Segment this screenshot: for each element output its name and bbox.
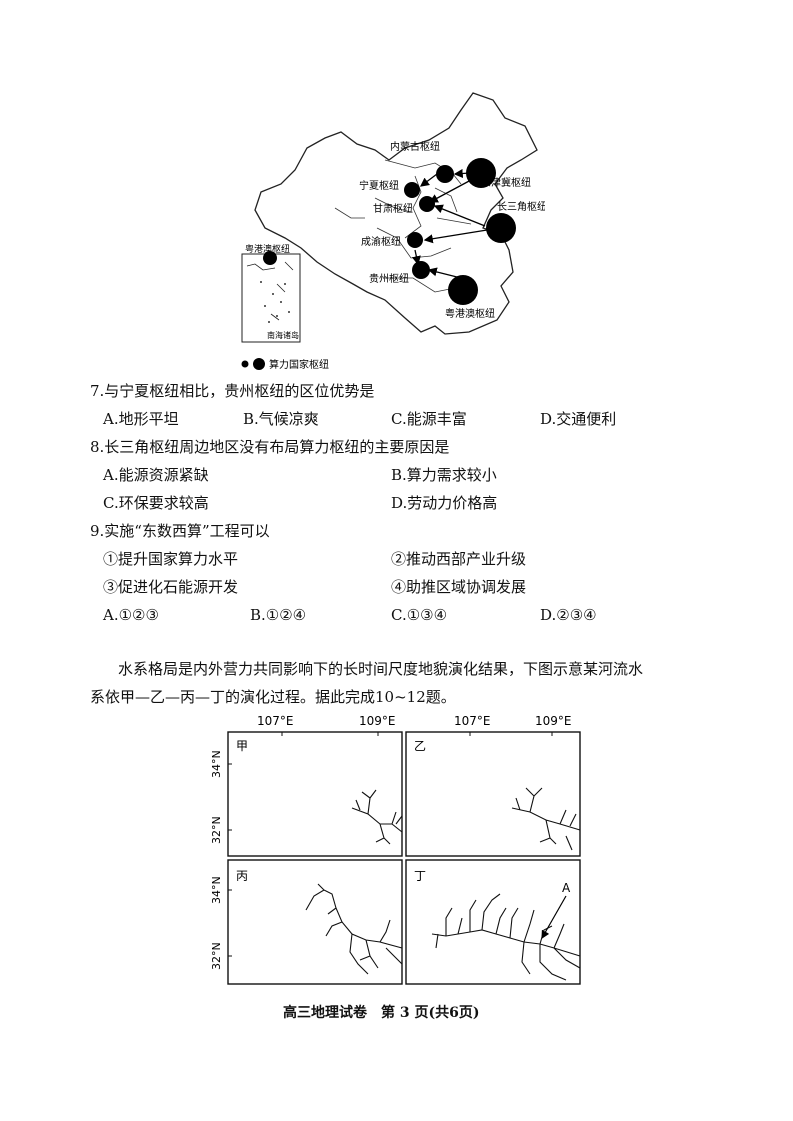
q7-option-c: C.能源丰富 bbox=[391, 410, 467, 428]
china-outline bbox=[254, 92, 538, 335]
hub-ningxia bbox=[404, 182, 420, 198]
label-ningxia: 宁夏枢纽 bbox=[359, 179, 399, 192]
point-a-arrow bbox=[541, 895, 567, 940]
label-jingjinji: 京津冀枢纽 bbox=[481, 176, 531, 189]
hub-chengyu bbox=[407, 232, 423, 248]
province-lines bbox=[334, 159, 472, 293]
lat-label-32-bottom: 32°N bbox=[210, 942, 223, 970]
q7-option-d: D.交通便利 bbox=[540, 410, 617, 428]
panel-jia bbox=[227, 731, 403, 857]
river-evolution-map: 107°E 109°E 107°E 109°E 34°N 32°N 34°N 3… bbox=[210, 714, 581, 985]
panel-bing bbox=[227, 859, 403, 985]
river-yi bbox=[511, 787, 581, 851]
river-jia bbox=[351, 789, 403, 845]
lat-label-32-top: 32°N bbox=[210, 816, 223, 844]
passage-line-1: 水系格局是内外营力共同影响下的长时间尺度地貌演化结果，下图示意某河流水 bbox=[118, 660, 644, 678]
river-bing bbox=[305, 883, 403, 975]
legend-small-dot bbox=[241, 360, 249, 368]
label-guizhou: 贵州枢纽 bbox=[369, 272, 409, 285]
q7-stem: 7.与宁夏枢纽相比，贵州枢纽的区位优势是 bbox=[90, 382, 375, 400]
legend-large-dot bbox=[253, 358, 265, 370]
q9-statement-2: ②推动西部产业升级 bbox=[391, 550, 527, 568]
label-neimenggu: 内蒙古枢纽 bbox=[390, 140, 440, 153]
hub-guizhou bbox=[412, 261, 430, 279]
q9-option-d: D.②③④ bbox=[540, 606, 597, 624]
q8-option-c: C.环保要求较高 bbox=[103, 494, 209, 512]
q9-statement-1: ①提升国家算力水平 bbox=[103, 550, 239, 568]
inset-hub-label: 粤港澳枢纽 bbox=[245, 243, 290, 255]
panel-label-jia: 甲 bbox=[236, 739, 248, 753]
legend-label: 算力国家枢纽 bbox=[269, 358, 329, 371]
panel-label-yi: 乙 bbox=[414, 739, 426, 753]
q7-option-a: A.地形平坦 bbox=[103, 410, 179, 428]
inset-caption: 南海诸岛 bbox=[267, 330, 299, 340]
label-yuegangao: 粤港澳枢纽 bbox=[445, 307, 495, 320]
lat-label-34-top: 34°N bbox=[210, 750, 223, 778]
q8-option-d: D.劳动力价格高 bbox=[391, 494, 498, 512]
passage-line-2: 系依甲—乙—丙—丁的演化过程。据此完成10~12题。 bbox=[90, 688, 456, 706]
river-ding bbox=[431, 893, 581, 981]
q9-option-c: C.①③④ bbox=[391, 606, 448, 624]
q9-statement-3: ③促进化石能源开发 bbox=[103, 578, 239, 596]
q9-option-a: A.①②③ bbox=[103, 606, 159, 624]
panel-ding bbox=[405, 859, 581, 985]
q9-option-b: B.①②④ bbox=[250, 606, 307, 624]
inset-hub-dot bbox=[263, 251, 277, 265]
q8-option-a: A.能源资源紧缺 bbox=[103, 466, 209, 484]
hub-jingjinji bbox=[466, 158, 496, 188]
south-sea-inset bbox=[241, 253, 301, 343]
panel-label-ding: 丁 bbox=[414, 869, 426, 883]
hub-neimenggu bbox=[436, 165, 454, 183]
q8-stem: 8.长三角枢纽周边地区没有布局算力枢纽的主要原因是 bbox=[90, 438, 450, 456]
lon-label-109-right: 109°E bbox=[535, 714, 572, 728]
china-hub-map: 粤港澳枢纽 南海诸岛 内蒙古枢纽 京津冀枢纽 宁夏枢纽 甘肃枢纽 长三角枢纽 成… bbox=[241, 92, 545, 371]
label-chengyu: 成渝枢纽 bbox=[361, 235, 401, 248]
hub-yuegangao bbox=[448, 275, 478, 305]
q8-option-b: B.算力需求较小 bbox=[391, 466, 497, 484]
lon-label-107-left: 107°E bbox=[257, 714, 294, 728]
lon-label-107-right: 107°E bbox=[454, 714, 491, 728]
q7-option-b: B.气候凉爽 bbox=[243, 410, 319, 428]
q9-stem: 9.实施“东数西算”工程可以 bbox=[90, 522, 270, 540]
lat-label-34-bottom: 34°N bbox=[210, 876, 223, 904]
hub-changsanjiao bbox=[486, 213, 516, 243]
label-gansu: 甘肃枢纽 bbox=[373, 202, 413, 215]
q9-statement-4: ④助推区域协调发展 bbox=[391, 578, 527, 596]
label-changsanjiao: 长三角枢纽 bbox=[497, 200, 545, 213]
page-footer: 高三地理试卷 第 3 页(共6页) bbox=[283, 1005, 480, 1021]
lon-label-109-left: 109°E bbox=[359, 714, 396, 728]
hub-gansu bbox=[419, 196, 435, 212]
panel-yi bbox=[405, 731, 581, 857]
panel-label-bing: 丙 bbox=[236, 869, 248, 883]
point-a-label: A bbox=[562, 881, 571, 895]
